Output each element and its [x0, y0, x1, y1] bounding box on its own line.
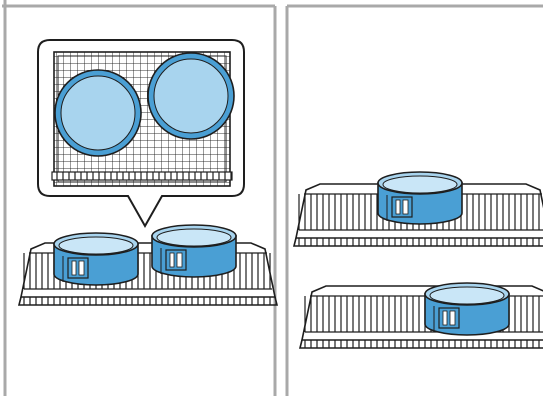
springform-pan-upper — [377, 171, 463, 225]
springform-pan-top-left — [54, 69, 142, 157]
right-panel — [285, 4, 543, 396]
springform-pan-left-1 — [53, 232, 139, 286]
springform-pan-left-2 — [151, 224, 237, 278]
left-panel — [2, 0, 277, 396]
springform-pan-lower — [424, 282, 510, 336]
springform-pan-top-right — [147, 52, 235, 140]
